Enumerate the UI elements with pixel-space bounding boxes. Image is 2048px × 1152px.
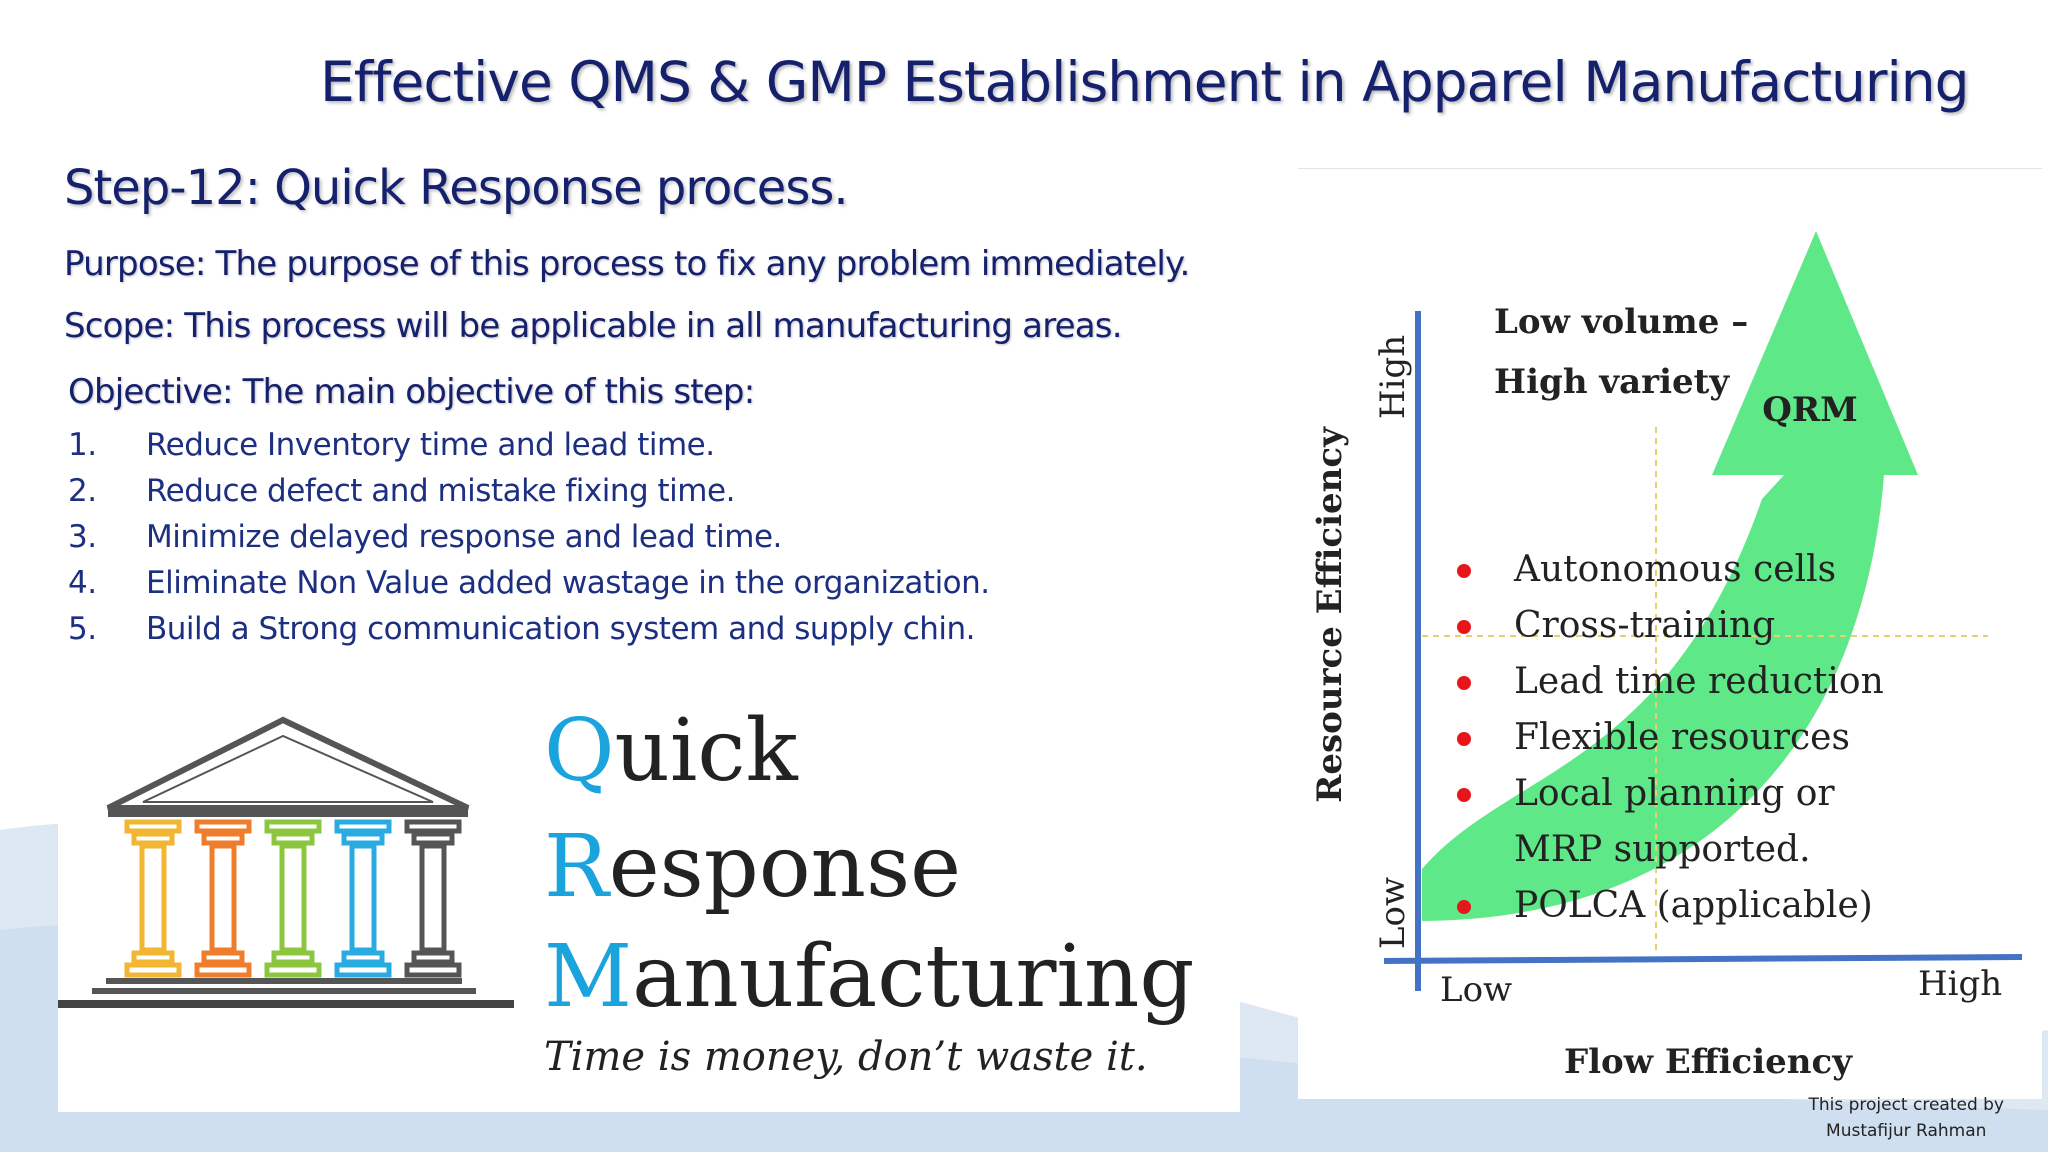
list-text: Minimize delayed response and lead time. <box>146 519 782 555</box>
x-low-label: Low <box>1440 970 1512 1010</box>
qrm-logo-panel: Quick Response Manufacturing Time is mon… <box>58 690 1240 1112</box>
temple-pillars-icon <box>58 716 514 1008</box>
credit-note: This project created by Mustafijur Rahma… <box>1808 1092 2004 1144</box>
list-text: Eliminate Non Value added wastage in the… <box>146 565 990 601</box>
list-text: Reduce defect and mistake fixing time. <box>146 473 735 509</box>
list-text: Build a Strong communication system and … <box>146 611 976 647</box>
list-item: 3. Minimize delayed response and lead tim… <box>68 514 990 560</box>
quick-rest: uick <box>614 701 798 801</box>
bullet-text: Cross-training <box>1514 605 1775 646</box>
slide-title: Effective QMS & GMP Establishment in App… <box>320 50 1970 114</box>
objective-list: 1. Reduce Inventory time and lead time. 2… <box>68 422 990 652</box>
list-number: 4. <box>68 565 97 601</box>
list-item: 1. Reduce Inventory time and lead time. <box>68 422 990 468</box>
list-number: 5. <box>68 611 97 647</box>
manufacturing-rest: anufacturing <box>632 927 1195 1027</box>
pillar-row <box>124 819 462 978</box>
bullet-dot <box>1457 788 1471 802</box>
y-axis-label: Resource Efficiency <box>1310 426 1350 803</box>
bullet-dot <box>1457 732 1471 746</box>
bullet-text: Flexible resources <box>1514 717 1850 758</box>
x-high-label: High <box>1918 964 2002 1004</box>
bullet-text: Lead time reduction <box>1514 661 1884 702</box>
bullet-dot <box>1457 620 1471 634</box>
pillar <box>264 819 322 978</box>
list-number: 1. <box>68 427 97 463</box>
list-text: Reduce Inventory time and lead time. <box>146 427 715 463</box>
pillar <box>334 819 392 978</box>
bullet-text: MRP supported. <box>1514 829 1811 870</box>
corner-line-1: Low volume – <box>1494 302 1748 342</box>
x-axis-label: Flow Efficiency <box>1564 1042 1853 1082</box>
qrm-graph: Resource Efficiency High Low Low High Fl… <box>1310 231 2023 1082</box>
objective-heading: Objective: The main objective of this st… <box>68 372 755 412</box>
qrm-graph-panel: Resource Efficiency High Low Low High Fl… <box>1298 168 2042 1099</box>
list-item: 2. Reduce defect and mistake fixing time. <box>68 468 990 514</box>
pillar <box>124 819 182 978</box>
list-number: 2. <box>68 473 97 509</box>
quick-initial: Q <box>544 701 615 801</box>
response-word: Response <box>544 824 961 910</box>
corner-line-2: High variety <box>1494 362 1730 402</box>
bullet-text: POLCA (applicable) <box>1514 885 1873 926</box>
list-number: 3. <box>68 519 97 555</box>
credit-line-1: This project created by <box>1808 1095 2004 1115</box>
step-heading: Step-12: Quick Response process. <box>64 160 849 216</box>
tagline: Time is money, don’t waste it. <box>544 1034 1148 1080</box>
bullet-text: Autonomous cells <box>1513 549 1836 590</box>
pillar <box>194 819 252 978</box>
qrm-arrow-label: QRM <box>1762 390 1858 430</box>
quick-word: Quick <box>544 708 798 794</box>
bullet-dot <box>1457 900 1471 914</box>
list-item: 4. Eliminate Non Value added wastage in t… <box>68 560 990 606</box>
purpose-text: Purpose: The purpose of this process to … <box>64 244 1190 284</box>
y-low-label: Low <box>1373 877 1413 949</box>
credit-line-2: Mustafijur Rahman <box>1826 1121 1987 1141</box>
bullet-dot <box>1457 564 1471 578</box>
manufacturing-initial: M <box>544 927 633 1027</box>
y-high-label: High <box>1373 335 1413 419</box>
response-initial: R <box>544 817 609 917</box>
response-rest: esponse <box>608 817 962 917</box>
scope-text: Scope: This process will be applicable i… <box>64 306 1123 346</box>
bullet-text: Local planning or <box>1514 773 1835 814</box>
list-item: 5. Build a Strong communication system an… <box>68 606 990 652</box>
manufacturing-word: Manufacturing <box>544 934 1194 1020</box>
pillar <box>404 819 462 978</box>
x-axis <box>1383 954 2023 964</box>
qrm-arrow <box>1422 231 1918 921</box>
bullet-dot <box>1457 676 1471 690</box>
